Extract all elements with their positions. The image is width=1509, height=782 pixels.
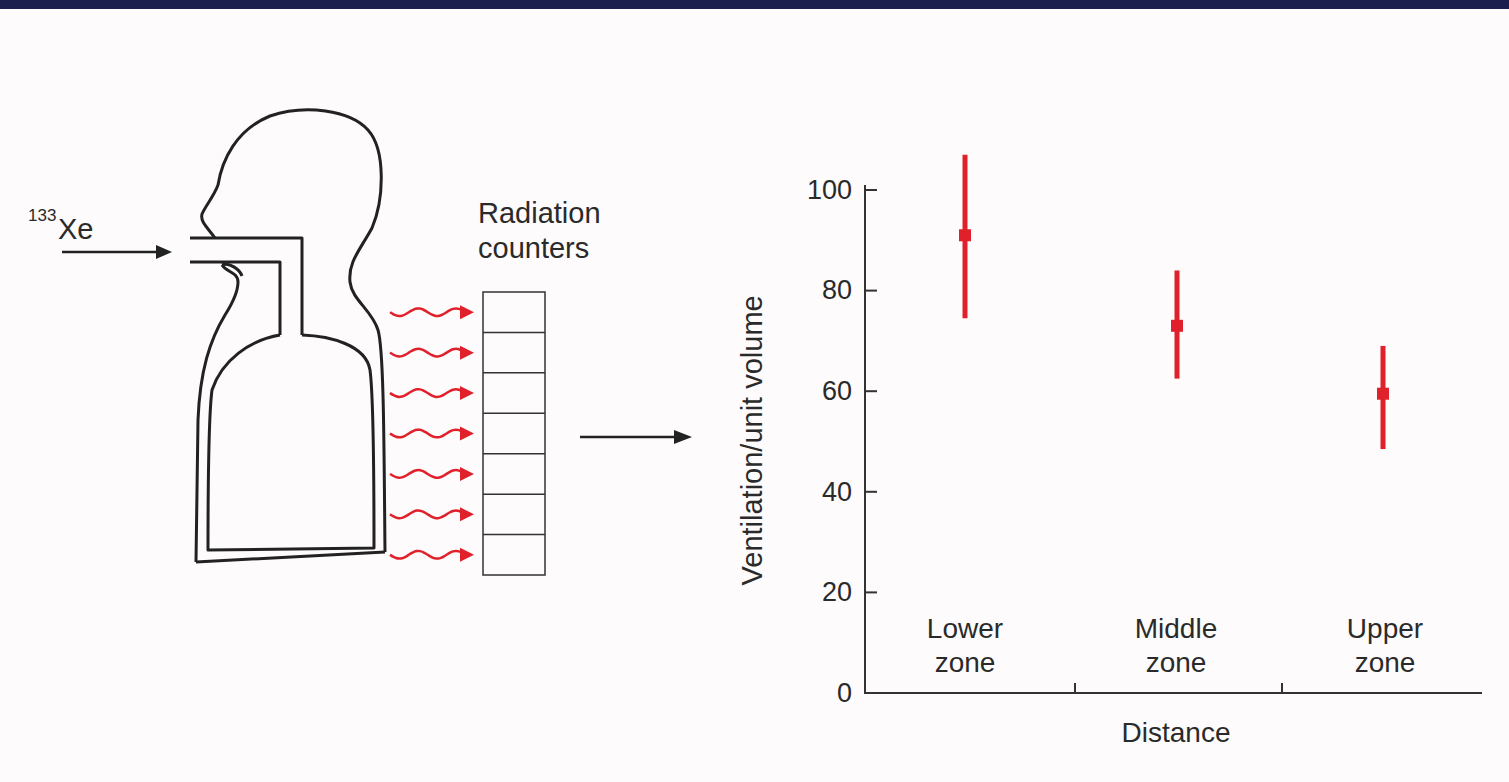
- axis-tick-label: 20: [782, 576, 852, 608]
- counter-label: Radiation counters: [478, 196, 668, 266]
- category-label: Middle zone: [1111, 612, 1241, 679]
- radiation-wave: [390, 507, 474, 521]
- airway-upper: [190, 238, 302, 335]
- y-tick: [865, 189, 877, 191]
- counter-divider: [483, 413, 545, 415]
- inlet-arrow-shaft: [62, 251, 160, 254]
- xenon-arrow: [62, 245, 172, 259]
- radiation-wave: [390, 386, 474, 400]
- person-outline: [190, 110, 385, 562]
- error-bar: [959, 155, 971, 318]
- y-axis: [864, 185, 866, 694]
- mouth: [222, 264, 242, 276]
- counter-stack-frame: [483, 292, 545, 575]
- axis-tick-label: 40: [782, 476, 852, 508]
- y-tick: [865, 692, 877, 694]
- radiation-wave: [390, 427, 474, 441]
- radiation-wave: [390, 548, 474, 562]
- wave-arrowhead: [460, 346, 474, 360]
- axis-tick-label: 0: [782, 677, 852, 709]
- wave-arrowhead: [460, 548, 474, 562]
- counter-dividers: [483, 332, 545, 534]
- counter-stack: [483, 292, 545, 575]
- wave-line: [390, 389, 462, 397]
- flow-arrow-head: [674, 430, 692, 444]
- category-label: Upper zone: [1320, 612, 1450, 679]
- mean-point: [959, 229, 971, 241]
- x-axis: [864, 692, 1482, 694]
- category-divider: [1281, 683, 1283, 693]
- wave-arrowhead: [460, 467, 474, 481]
- radiation-waves: [390, 305, 474, 562]
- axis-tick-label: 100: [782, 174, 852, 206]
- counter-divider: [483, 493, 545, 495]
- y-axis-title: Ventilation/unit volume: [735, 210, 770, 670]
- axis-tick-label: 80: [782, 274, 852, 306]
- axis-tick-label: 60: [782, 375, 852, 407]
- counter-divider: [483, 372, 545, 374]
- lung-outline: [208, 335, 374, 550]
- chin-front-outline: [196, 265, 238, 562]
- wave-line: [390, 308, 462, 316]
- wave-line: [390, 430, 462, 438]
- radiation-wave: [390, 305, 474, 319]
- chart-axes: [864, 185, 1482, 694]
- wave-arrowhead: [460, 305, 474, 319]
- top-bar: [0, 0, 1509, 9]
- flow-arrow: [580, 430, 692, 444]
- head-back-outline: [202, 110, 385, 552]
- y-tick: [865, 491, 877, 493]
- wave-line: [390, 349, 462, 357]
- mean-point: [1171, 320, 1183, 332]
- mean-point: [1377, 388, 1389, 400]
- y-ticks: [865, 190, 877, 693]
- y-tick: [865, 290, 877, 292]
- y-tick: [865, 591, 877, 593]
- counter-divider: [483, 453, 545, 455]
- inlet-arrow-head: [156, 245, 172, 259]
- wave-arrowhead: [460, 427, 474, 441]
- airway-lower: [190, 262, 280, 335]
- wave-arrowhead: [460, 507, 474, 521]
- counter-divider: [483, 332, 545, 334]
- isotope-symbol: Xe: [58, 212, 108, 247]
- wave-line: [390, 470, 462, 478]
- error-bar: [1171, 270, 1183, 378]
- y-tick: [865, 390, 877, 392]
- error-bars: [959, 155, 1389, 449]
- x-axis-title: Distance: [1076, 716, 1276, 750]
- category-label: Lower zone: [900, 612, 1030, 679]
- wave-line: [390, 511, 462, 519]
- counter-divider: [483, 534, 545, 536]
- flow-arrow-shaft: [580, 436, 676, 439]
- wave-line: [390, 551, 462, 559]
- radiation-wave: [390, 346, 474, 360]
- error-bar: [1377, 346, 1389, 449]
- wave-arrowhead: [460, 386, 474, 400]
- body-base: [196, 552, 385, 562]
- radiation-wave: [390, 467, 474, 481]
- category-divider: [1074, 683, 1076, 693]
